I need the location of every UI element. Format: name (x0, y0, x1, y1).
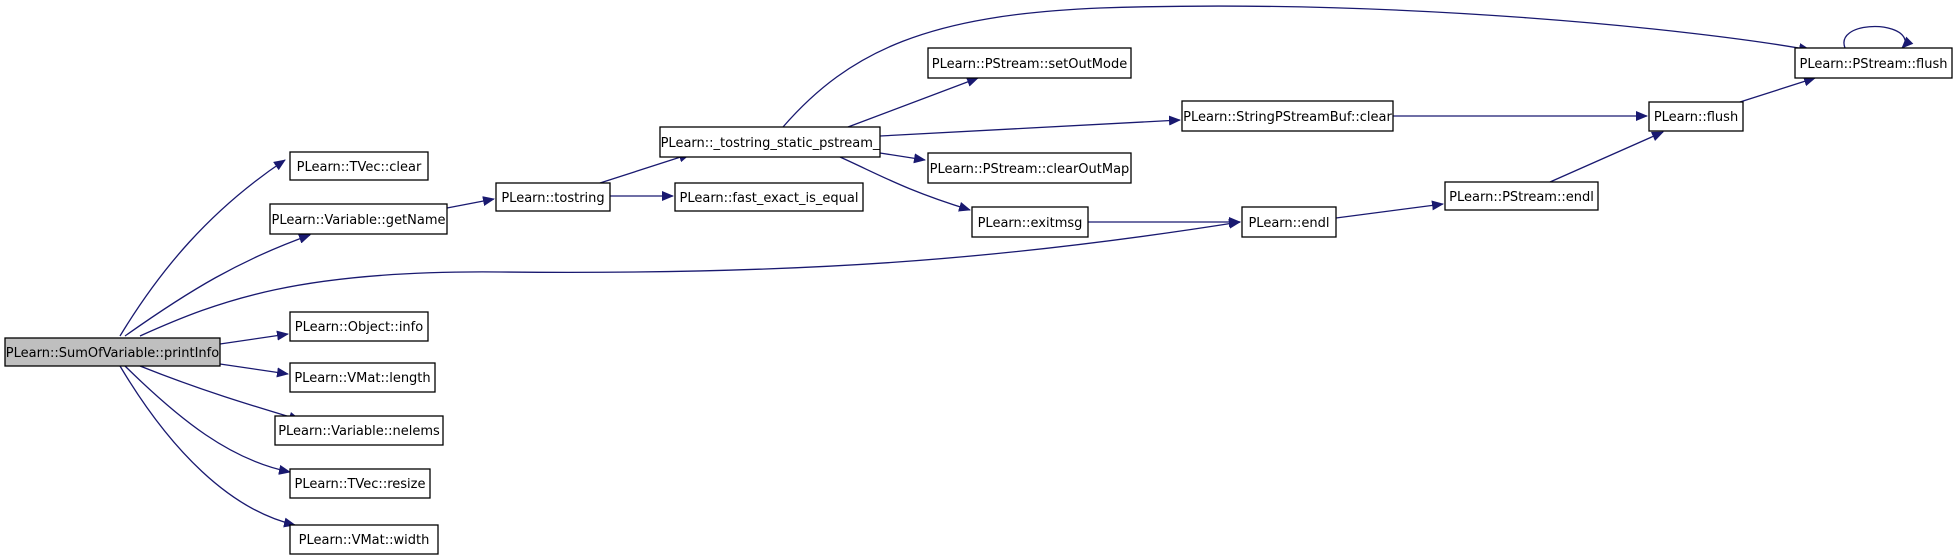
node-pstream-endl[interactable]: PLearn::PStream::endl (1444, 181, 1599, 211)
node-label: PLearn::StringPStreamBuf::clear (1183, 110, 1392, 125)
edge-root-getname (124, 233, 311, 337)
node-nelems[interactable]: PLearn::Variable::nelems (274, 415, 444, 446)
node-label: PLearn::endl (1248, 216, 1329, 231)
edge-tostring-static-clearoutmap (879, 152, 926, 164)
node-vmat-length[interactable]: PLearn::VMat::length (289, 362, 436, 393)
edge-root-nelems (139, 365, 301, 422)
node-label: PLearn::flush (1654, 110, 1738, 125)
node-setoutmode[interactable]: PLearn::PStream::setOutMode (927, 47, 1132, 79)
node-label: PLearn::TVec::resize (295, 477, 426, 492)
node-label: PLearn::PStream::flush (1799, 57, 1947, 72)
node-tvec-clear[interactable]: PLearn::TVec::clear (289, 151, 429, 181)
edge-pstream-endl-flush (1549, 131, 1664, 183)
node-resize[interactable]: PLearn::TVec::resize (289, 468, 431, 499)
node-label: PLearn::PStream::setOutMode (932, 57, 1127, 72)
node-label: PLearn::VMat::width (299, 533, 430, 548)
edge-flush-pstream-flush (1739, 76, 1816, 103)
node-label: PLearn::SumOfVariable::printInfo (6, 346, 219, 361)
node-label: PLearn::PStream::clearOutMap (930, 162, 1130, 177)
node-object-info[interactable]: PLearn::Object::info (289, 311, 429, 342)
node-label: PLearn::exitmsg (978, 216, 1083, 231)
node-label: PLearn::_tostring_static_pstream_ (661, 136, 880, 151)
node-tostring[interactable]: PLearn::tostring (495, 182, 611, 212)
node-tostring-static[interactable]: PLearn::_tostring_static_pstream_ (659, 126, 881, 158)
edge-tostring-static-spsb-clear (879, 115, 1181, 137)
node-exitmsg[interactable]: PLearn::exitmsg (971, 206, 1089, 238)
edge-root-tvec-clear (119, 159, 286, 337)
node-label: PLearn::VMat::length (294, 371, 430, 386)
node-label: PLearn::tostring (501, 191, 604, 206)
node-label: PLearn::Variable::nelems (278, 424, 440, 439)
edge-root-object-info (219, 330, 289, 345)
edge-root-resize (124, 365, 291, 475)
node-vmat-width[interactable]: PLearn::VMat::width (289, 524, 439, 555)
edge-getname-tostring (446, 196, 495, 209)
node-spsb-clear[interactable]: PLearn::StringPStreamBuf::clear (1181, 100, 1394, 132)
node-pstream-flush[interactable]: PLearn::PStream::flush (1794, 47, 1953, 79)
node-label: PLearn::TVec::clear (297, 160, 422, 175)
edge-tostring-tostring-static (599, 152, 691, 184)
node-flush[interactable]: PLearn::flush (1648, 101, 1744, 132)
edge-pstream-flush-self (1843, 25, 1914, 49)
node-label: PLearn::fast_exact_is_equal (680, 191, 859, 206)
edge-endl-pstream-endl (1335, 200, 1444, 219)
edge-root-vmat-width (119, 365, 296, 528)
edge-root-endl (139, 218, 1241, 337)
edge-root-vmat-length (219, 363, 289, 378)
node-label: PLearn::PStream::endl (1449, 190, 1594, 205)
node-label: PLearn::Variable::getName (271, 213, 445, 228)
edge-tostring-static-pstream-flush (782, 5, 1811, 128)
edge-tostring-static-setoutmode (847, 77, 979, 128)
node-root[interactable]: PLearn::SumOfVariable::printInfo (4, 337, 221, 367)
node-clearoutmap[interactable]: PLearn::PStream::clearOutMap (927, 152, 1132, 184)
node-endl[interactable]: PLearn::endl (1241, 206, 1337, 238)
node-fast-exact[interactable]: PLearn::fast_exact_is_equal (674, 182, 864, 212)
node-label: PLearn::Object::info (295, 320, 423, 335)
node-getname[interactable]: PLearn::Variable::getName (269, 203, 448, 235)
edge-tostring-static-exitmsg (839, 156, 971, 212)
